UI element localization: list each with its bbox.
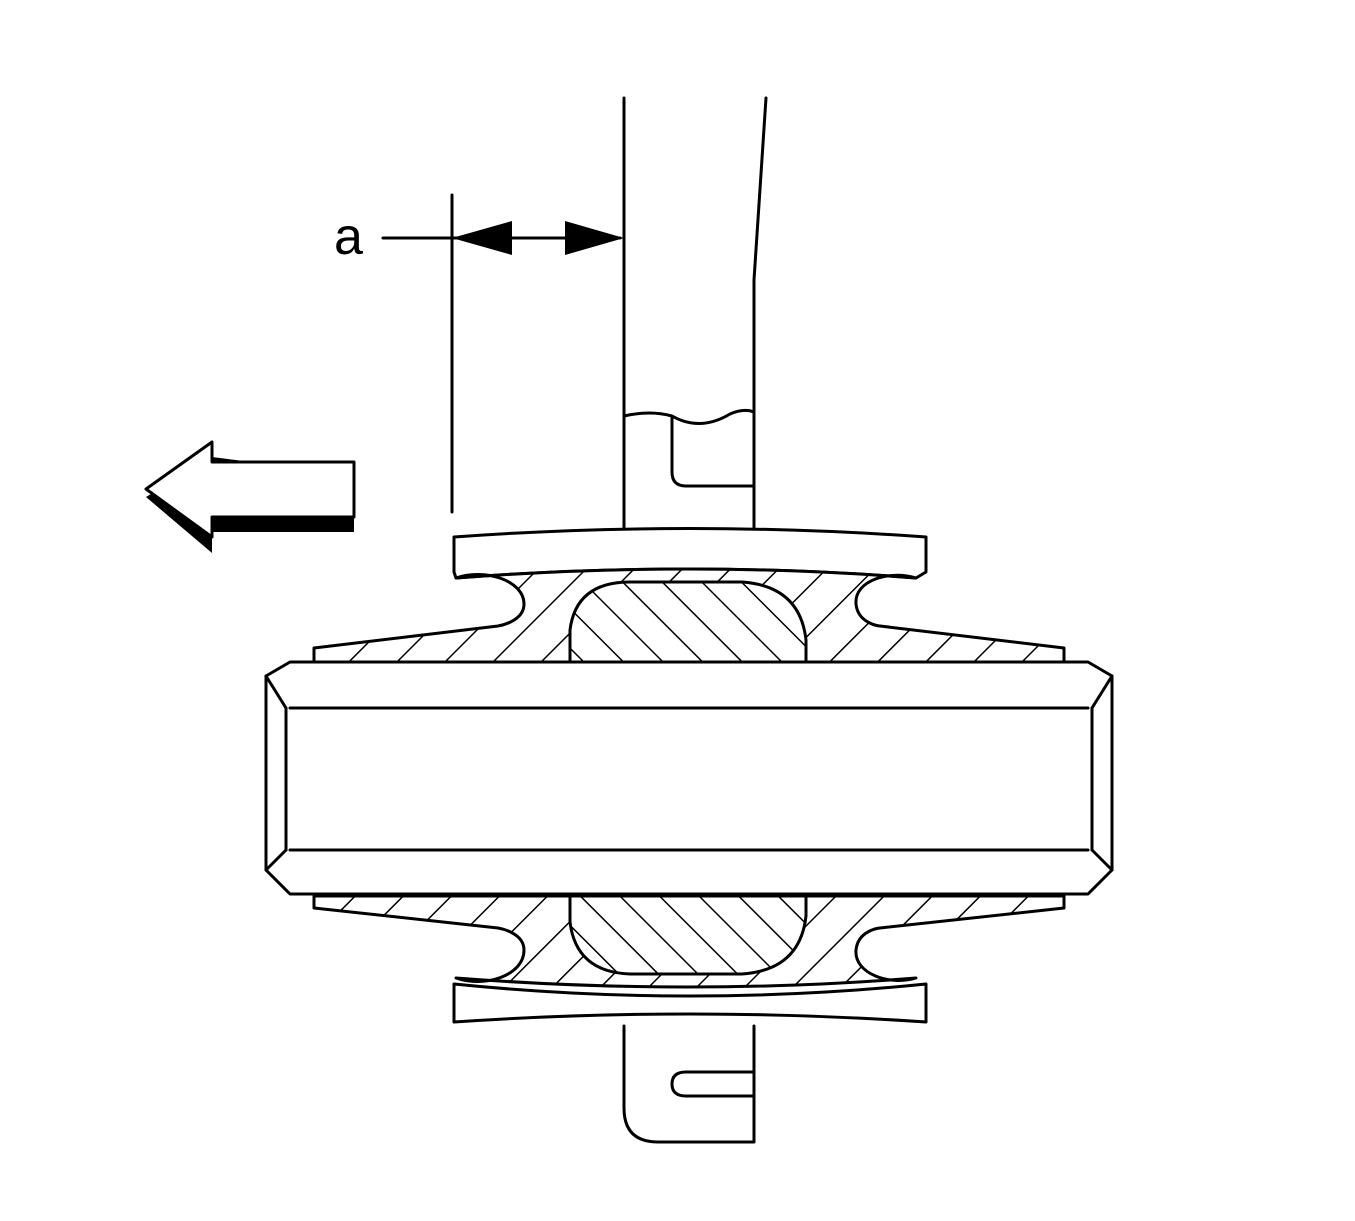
dimension-label: a: [334, 208, 363, 266]
lower-bracket-tab: [622, 1024, 756, 1144]
bushing-sleeve: [264, 660, 1114, 896]
dimension-a: a: [334, 193, 624, 514]
direction-arrow-icon: [144, 440, 356, 553]
dimension-arrowhead-left: [452, 221, 512, 255]
control-arm: [622, 96, 768, 532]
lower-washer: [452, 982, 928, 1024]
dimension-arrowhead-right: [565, 221, 624, 255]
upper-inner-core: [568, 580, 808, 664]
lower-inner-core: [568, 894, 808, 976]
